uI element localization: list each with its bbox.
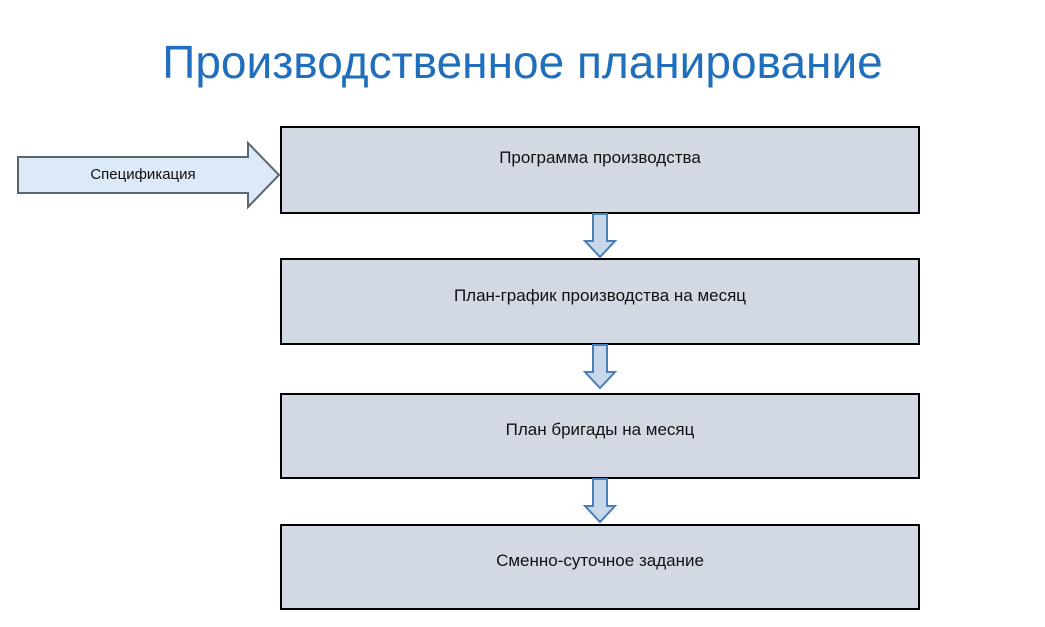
- block-arrow-down-icon: [583, 478, 617, 524]
- process-step-4[interactable]: Сменно-суточное задание: [280, 524, 920, 610]
- block-arrow-down-icon: [583, 344, 617, 390]
- block-arrow-right-icon: [17, 140, 281, 210]
- process-step-3-label: План бригады на месяц: [505, 420, 695, 439]
- process-step-1[interactable]: Программа производства: [280, 126, 920, 214]
- specification-label: Спецификация: [90, 166, 196, 183]
- process-step-4-label: Сменно-суточное задание: [496, 551, 704, 570]
- block-arrow-down-icon: [583, 213, 617, 259]
- process-step-2-label: План-график производства на месяц: [453, 285, 747, 305]
- connector-arrow-3: [583, 478, 617, 524]
- process-step-2[interactable]: План-график производства на месяц: [280, 258, 920, 345]
- process-step-3[interactable]: План бригады на месяц: [280, 393, 920, 479]
- page-title: Производственное планирование: [162, 36, 883, 88]
- process-step-1-label: Программа производства: [499, 148, 701, 167]
- specification-input-arrow[interactable]: Спецификация: [16, 140, 282, 210]
- connector-arrow-2: [583, 344, 617, 390]
- connector-arrow-1: [583, 213, 617, 259]
